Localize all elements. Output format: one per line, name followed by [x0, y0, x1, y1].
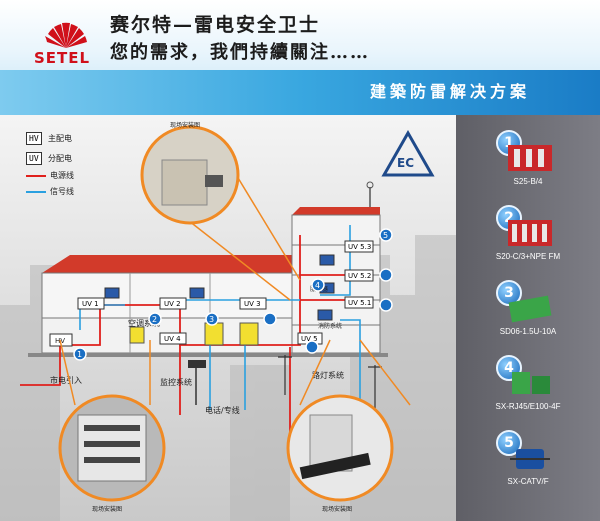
uv-box-label: UV 2 — [164, 300, 181, 308]
street-light-icon — [278, 355, 382, 415]
product-sidebar: 1 S25-B/4 2 S20-C/3+NPE FM 3 SD06-1.5U-1… — [456, 115, 600, 521]
phone-line-label: 电话/专线 — [205, 405, 240, 415]
aec-logo-icon: EC — [381, 129, 435, 177]
product-model: SD06-1.5U-10A — [499, 327, 557, 336]
product-model: SX-CATV/F — [507, 477, 549, 486]
antenna-icon — [366, 181, 374, 189]
product-item-3: 3 SD06-1.5U-10A — [456, 277, 600, 352]
spd-strip-illustration — [299, 452, 371, 480]
power-line-swatch — [26, 175, 46, 177]
right-photo-caption: 现场安装图 — [322, 505, 352, 513]
header-blue-band — [0, 70, 600, 115]
setel-logo-icon — [45, 22, 87, 48]
control-panel-icon — [129, 322, 259, 346]
uv-box-label: UV 5.1 — [348, 299, 371, 307]
uv-box-2 — [159, 297, 187, 310]
distribution-panel-illustration — [77, 414, 147, 482]
uv-box-label: UV 5.3 — [348, 243, 371, 251]
diagram-area: HV UV 1 UV 2 UV 3 UV 4 UV 5 UV 5.1 UV 5.… — [0, 115, 456, 521]
uv-box-label: UV 5 — [301, 335, 318, 343]
product-model: SX-RJ45/E100-4F — [495, 402, 561, 411]
ground-line — [28, 353, 388, 357]
tower-building — [291, 214, 381, 354]
svg-text:EC: EC — [397, 156, 414, 170]
spd-module-icon — [508, 145, 552, 171]
floor-2 — [41, 272, 293, 319]
camera-icon — [188, 360, 206, 405]
uv-box-5-3 — [344, 240, 374, 253]
main-roof — [42, 255, 292, 273]
uv-box-5-1 — [344, 296, 374, 309]
slogan-line-1: 赛尔特—雷电安全卫士 — [110, 14, 321, 36]
spd-module-icon — [508, 295, 552, 323]
product-item-1: 1 S25-B/4 — [456, 127, 600, 202]
spd-marker-number: 3 — [209, 315, 214, 324]
breaker-row-icon — [84, 425, 140, 463]
power-line-network — [20, 235, 345, 455]
spd-marker-number: 5 — [383, 231, 388, 240]
uv-box-1 — [77, 297, 105, 310]
top-photo-caption: 现场安装图 — [170, 121, 200, 129]
uv-box-4 — [159, 332, 187, 345]
product-item-5: 5 SX-CATV/F — [456, 427, 600, 502]
spd-marker-number: 4 — [315, 281, 320, 290]
left-photo-caption: 现场安装图 — [92, 505, 122, 513]
uv-box-label: UV 4 — [164, 335, 181, 343]
spd-module-icon — [508, 220, 552, 246]
uv-box-label: UV 3 — [244, 300, 261, 308]
legend-signal-line: 信号线 — [50, 187, 74, 196]
legend-hv-code: HV — [26, 132, 42, 145]
city-skyline — [0, 235, 456, 521]
building-diagram: HV UV 1 UV 2 UV 3 UV 4 UV 5 UV 5.1 UV 5.… — [0, 121, 456, 521]
spd-module-icon — [510, 449, 550, 469]
spd-marker-number: 2 — [152, 315, 157, 324]
signal-line-swatch — [26, 191, 46, 193]
product-item-4: 4 SX-RJ45/E100-4F — [456, 352, 600, 427]
spd-marker-icon — [73, 228, 393, 361]
uv-box-3 — [239, 297, 267, 310]
brand-name: SETEL — [34, 49, 91, 67]
uv-box-label: UV 5.2 — [348, 272, 371, 280]
legend-uv-code: UV — [26, 152, 42, 165]
legend-hv-label: 主配电 — [48, 134, 72, 143]
header-banner: SETEL 赛尔特—雷电安全卫士 您的需求，我們持續關注…… 建築防雷解决方案 — [0, 0, 600, 115]
product-model: S25-B/4 — [513, 177, 543, 186]
slogan-line-2: 您的需求，我們持續關注…… — [110, 42, 370, 63]
monitor-system-label: 监控系统 — [160, 377, 192, 387]
legend-power-line: 电源线 — [50, 171, 74, 180]
street-light-label: 路灯系统 — [312, 370, 344, 380]
product-item-2: 2 S20-C/3+NPE FM — [456, 202, 600, 277]
hvac-system-label: 空调系统 — [128, 318, 160, 328]
solution-title: 建築防雷解决方案 — [370, 82, 531, 101]
product-model: S20-C/3+NPE FM — [495, 252, 561, 261]
cabinet-illustration — [161, 159, 208, 206]
spd-module-icon — [512, 372, 550, 394]
fire-system-label: 消防系统 — [318, 322, 342, 330]
tower-roof — [292, 207, 380, 215]
uv-box-label: UV 1 — [82, 300, 99, 308]
spd-marker-number: 1 — [77, 350, 82, 359]
spd-device-illustration — [205, 175, 223, 187]
mains-entry-label: 市电引入 — [50, 375, 82, 385]
uv-box-5-2 — [344, 269, 374, 282]
legend-uv-label: 分配电 — [48, 154, 72, 163]
